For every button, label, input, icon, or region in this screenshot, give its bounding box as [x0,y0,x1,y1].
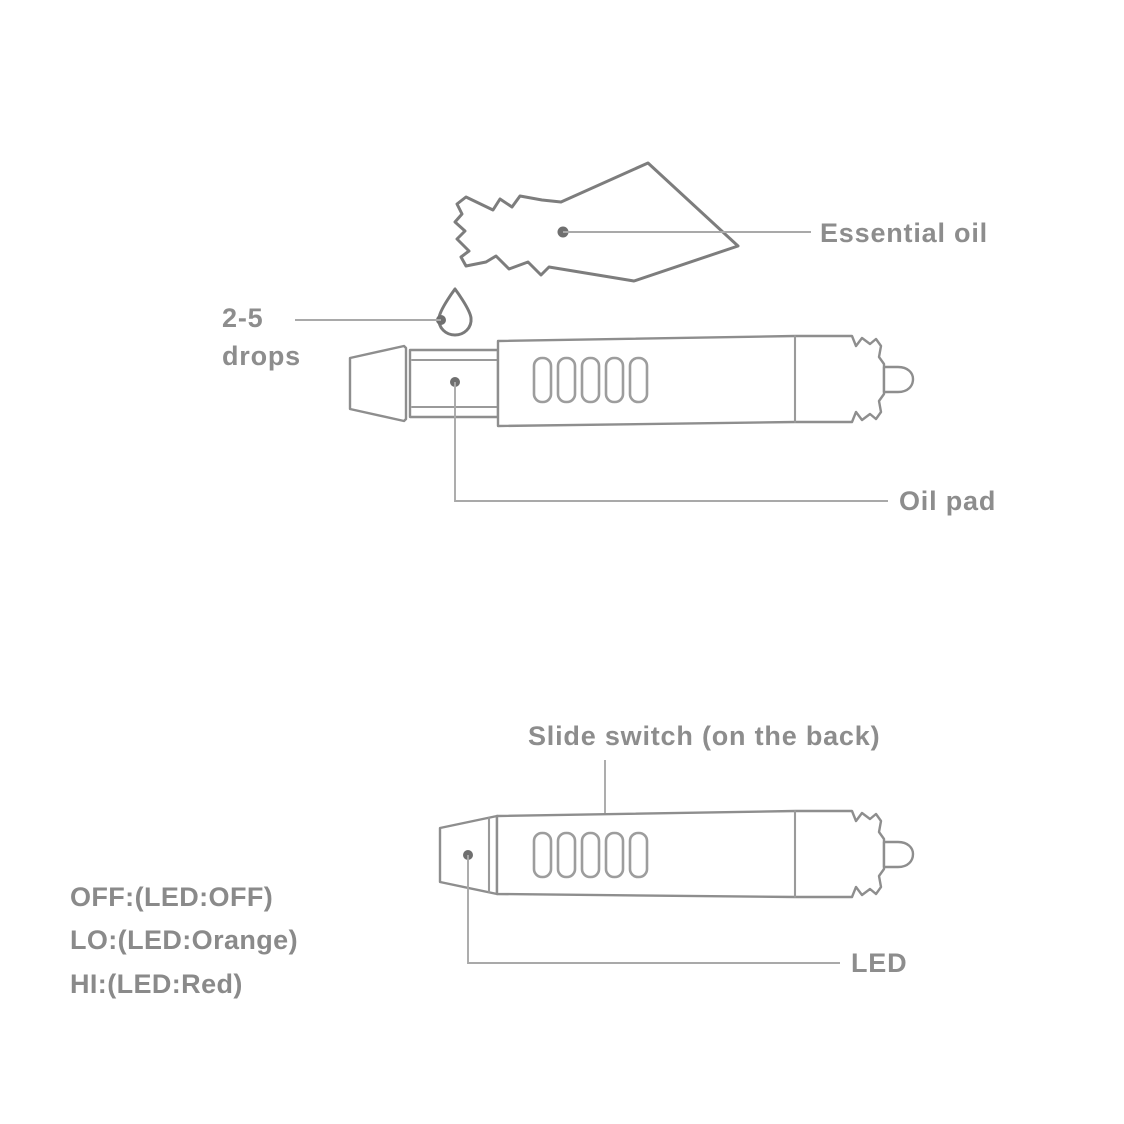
vent-slot [556,356,577,404]
label-drops-word: drops [222,341,301,371]
led-status-legend: OFF:(LED:OFF) LO:(LED:Orange) HI:(LED:Re… [70,882,298,999]
oil-pad-leader [450,377,888,502]
label-slide-switch: Slide switch (on the back) [528,721,880,751]
oil-pad-leader-line [454,382,888,502]
nozzle-cap-top [348,344,408,423]
end-tab-top [882,365,915,394]
legend-item-off: OFF:(LED:OFF) [70,882,273,912]
diffuser-device-bottom [438,809,915,899]
vent-slot [604,356,625,404]
vent-slots-top [532,356,649,404]
label-essential-oil: Essential oil [820,218,988,248]
vent-slot [580,356,601,404]
label-led: LED [851,948,907,978]
vent-slots-bottom [532,831,649,879]
legend-item-hi: HI:(LED:Red) [70,969,243,999]
vent-slot [628,356,649,404]
bottle-outline [453,161,740,283]
led-leader-line [467,855,840,964]
label-oil-pad: Oil pad [899,486,996,516]
vent-slot [628,831,649,879]
device-body-bottom [495,809,886,899]
droplet-shape [437,287,473,337]
vent-slot [532,356,553,404]
essential-oil-leader [557,226,811,238]
legend-item-lo: LO:(LED:Orange) [70,925,298,955]
device-body-top [496,334,886,428]
bottom-section: Slide switch (on the back) [70,721,915,999]
drops-leader [295,315,446,325]
vent-slot [580,831,601,879]
vent-slot [556,831,577,879]
label-drops-count: 2-5 [222,303,263,333]
essential-oil-bottle [453,161,740,283]
vent-slot [532,831,553,879]
end-tab-bottom [882,840,915,869]
vent-slot [604,831,625,879]
oil-droplet [437,287,473,337]
led-leader [463,850,840,964]
diffuser-device-top [348,334,915,428]
top-section: Essential oil 2-5 drops [222,161,996,516]
